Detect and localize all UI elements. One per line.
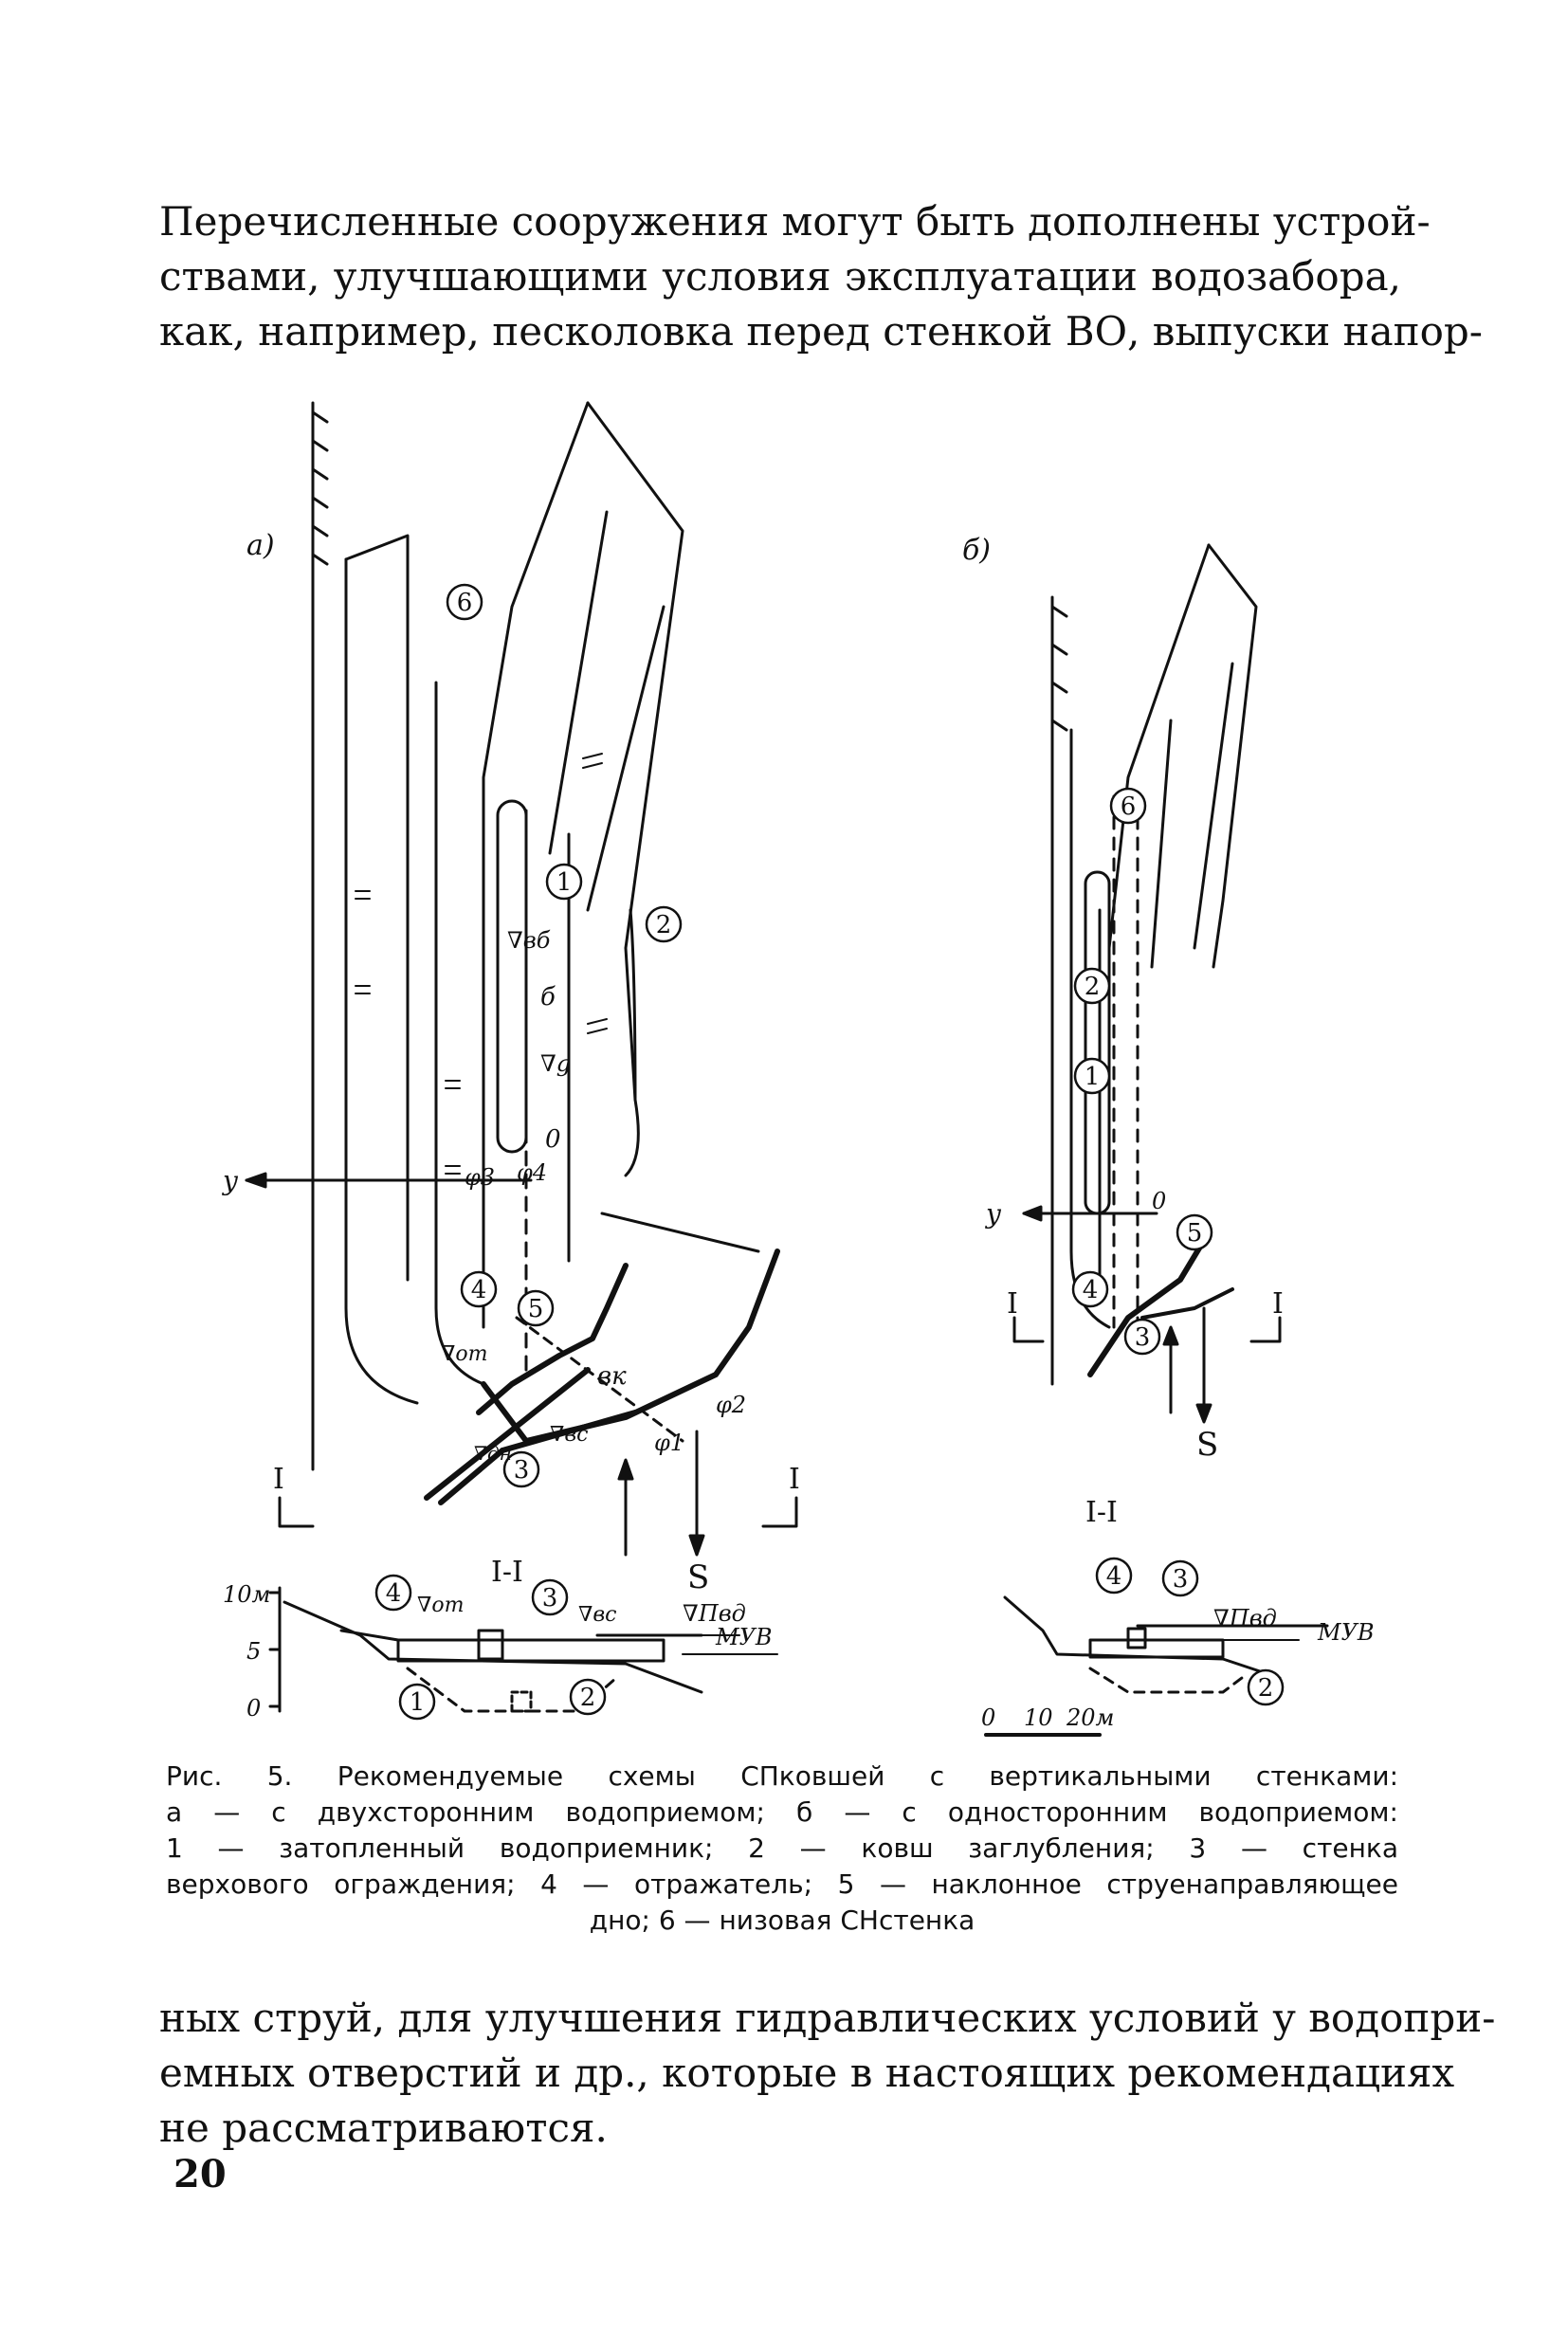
- label-zero-a: 0: [545, 1125, 561, 1154]
- section-b-pvd: ∇Пвд: [1213, 1605, 1277, 1631]
- panel-b-label: б): [962, 534, 991, 567]
- marker-2: 2: [580, 1684, 596, 1712]
- marker-6: 6: [1121, 793, 1137, 821]
- caption-line: дно; 6 — низовая СНстенка: [589, 1904, 975, 1936]
- section-a-pvd: ∇Пвд: [683, 1600, 746, 1627]
- section-a-vot: ∇от: [417, 1594, 464, 1617]
- circled-numbers: 1 2 5 4 3 6 1 2 5 4 3 6 4 3 1 2 4 3 2: [386, 589, 1274, 1717]
- label-zero-b: 0: [1152, 1188, 1166, 1214]
- label-phi4: φ4: [517, 1159, 547, 1186]
- caption-line: верхового ограждения; 4 — отражатель; 5 …: [166, 1868, 1398, 1900]
- label-phi1: φ1: [654, 1430, 684, 1456]
- marker-1: 1: [1085, 1063, 1101, 1091]
- text-line: емных отверстий и др., которые в настоящ…: [159, 2050, 1455, 2096]
- label-phi2: φ2: [716, 1392, 746, 1418]
- section-mark-right-a: I: [789, 1463, 800, 1496]
- figure-5-schemes: 1 2 5 4 3 6 1 2 5 4 3 6 4 3 1 2 4 3 2 а)…: [221, 401, 1375, 1737]
- label-vg: ∇g: [540, 1050, 571, 1077]
- text-line: ствами, улучшающими условия эксплуатации…: [159, 253, 1401, 300]
- label-vot: ∇от: [441, 1342, 487, 1366]
- marker-4: 4: [1106, 1562, 1122, 1591]
- panel-b-drawing: [1012, 543, 1282, 1424]
- section-a-title: I-I: [491, 1556, 523, 1589]
- text-line: не рассматриваются.: [159, 2105, 608, 2151]
- marker-3: 3: [514, 1456, 530, 1485]
- marker-3: 3: [1173, 1565, 1189, 1594]
- scale-10: 10м: [223, 1581, 270, 1608]
- panel-a-label: а): [246, 529, 275, 562]
- section-a-vvs: ∇вс: [578, 1603, 617, 1627]
- label-vvs: ∇вс: [550, 1423, 589, 1447]
- panel-a-drawing: [245, 401, 798, 1557]
- section-b-muv: МУВ: [1317, 1619, 1375, 1646]
- paragraph-top: Перечисленные сооружения могут быть допо…: [159, 194, 1483, 359]
- label-s-a: S: [687, 1558, 709, 1596]
- figure-labels: а) б) ∇вб б ∇g 0 y φ3 φ4 ∇от вк φ2 φ1 ∇в…: [221, 529, 1375, 1731]
- label-vdn: ∇дн: [474, 1442, 512, 1465]
- caption-line: а — с двухсторонним водоприемом; б — с о…: [166, 1796, 1398, 1828]
- marker-4: 4: [1083, 1276, 1099, 1304]
- label-y-b: y: [984, 1198, 1002, 1230]
- label-s-b: S: [1196, 1426, 1218, 1464]
- caption-line: Рис. 5. Рекомендуемые схемы СПковшей с в…: [166, 1760, 1398, 1792]
- marker-1: 1: [556, 868, 573, 897]
- marker-5: 5: [1187, 1219, 1203, 1248]
- caption-line: 1 — затопленный водоприемник; 2 — ковш з…: [166, 1832, 1398, 1864]
- marker-6: 6: [457, 589, 473, 617]
- section-mark-right-b: I: [1272, 1287, 1284, 1321]
- section-a-drawing: [268, 1586, 778, 1713]
- text-line: как, например, песколовка перед стенкой …: [159, 308, 1483, 355]
- section-b-title: I-I: [1085, 1496, 1118, 1529]
- section-mark-left-a: I: [273, 1463, 284, 1496]
- label-b: б: [540, 983, 556, 1011]
- marker-1: 1: [410, 1688, 426, 1717]
- scale-b-20: 20м: [1066, 1704, 1114, 1731]
- marker-3: 3: [542, 1584, 558, 1613]
- marker-3: 3: [1135, 1323, 1151, 1352]
- scale-b-0: 0: [981, 1704, 995, 1731]
- marker-4: 4: [386, 1579, 402, 1608]
- marker-2: 2: [1258, 1674, 1274, 1703]
- text-line: ных струй, для улучшения гидравлических …: [159, 1995, 1496, 2041]
- marker-2: 2: [656, 911, 672, 939]
- marker-5: 5: [528, 1295, 544, 1323]
- paragraph-bottom: ных струй, для улучшения гидравлических …: [159, 1991, 1496, 2156]
- figure-caption: Рис. 5. Рекомендуемые схемы СПковшей с в…: [166, 1759, 1398, 1939]
- marker-4: 4: [471, 1276, 487, 1304]
- section-b-drawing: [984, 1595, 1329, 1737]
- marker-2: 2: [1085, 973, 1101, 1001]
- label-y-a: y: [221, 1165, 239, 1196]
- label-vb: ∇вб: [507, 927, 551, 954]
- page-number: 20: [173, 2152, 227, 2196]
- scale-b-10: 10: [1024, 1704, 1053, 1731]
- section-a-muv: МУВ: [715, 1624, 773, 1650]
- text-line: Перечисленные сооружения могут быть допо…: [159, 198, 1431, 245]
- section-mark-left-b: I: [1007, 1287, 1018, 1321]
- label-bk: вк: [597, 1362, 627, 1391]
- label-phi3: φ3: [465, 1164, 495, 1191]
- scale-5: 5: [246, 1638, 261, 1665]
- circled-markers: [374, 583, 1285, 1721]
- scale-0: 0: [246, 1695, 261, 1722]
